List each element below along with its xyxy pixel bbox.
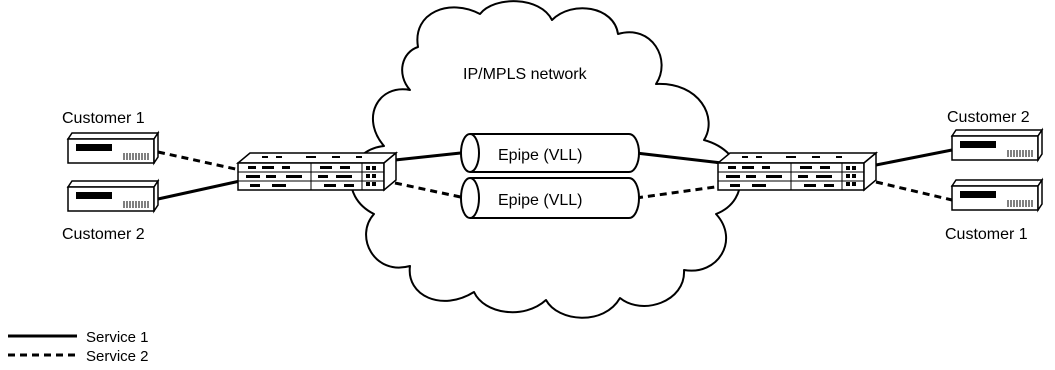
link-cust1-left-to-router (157, 150, 241, 172)
tunnel-top-label: Epipe (VLL) (498, 147, 583, 164)
customer-device-left-top (67, 132, 159, 164)
cloud-label: IP/MPLS network (463, 66, 588, 83)
link-tunnel-bottom-to-router-right (635, 184, 723, 200)
link-router-right-to-cust1-right (875, 180, 953, 202)
service-2-links (157, 150, 953, 202)
router-right (717, 152, 877, 191)
link-tunnel-top-to-router-right (635, 151, 723, 165)
router-left (237, 152, 397, 191)
epipe-tunnel-top: Epipe (VLL) (460, 133, 640, 173)
tunnel-bottom-label: Epipe (VLL) (498, 192, 583, 209)
legend-label-service-1: Service 1 (86, 329, 149, 346)
legend: Service 1 Service 2 (8, 329, 149, 365)
customer-device-right-bottom (951, 179, 1043, 211)
customer-label-right-bottom: Customer 1 (945, 226, 1028, 243)
link-router-left-to-tunnel-top (394, 150, 471, 162)
link-router-right-to-cust2-right (875, 148, 953, 167)
link-router-left-to-tunnel-bottom (394, 181, 471, 201)
customer-label-left-bottom: Customer 2 (62, 226, 145, 243)
epipe-tunnel-bottom: Epipe (VLL) (460, 177, 640, 219)
customer-label-right-top: Customer 2 (947, 109, 1030, 126)
service-1-links (157, 148, 953, 201)
customer-label-left-top: Customer 1 (62, 110, 145, 127)
customer-device-left-bottom (67, 180, 159, 212)
legend-label-service-2: Service 2 (86, 348, 149, 365)
link-cust2-left-to-router (157, 179, 241, 201)
customer-device-right-top (951, 129, 1043, 161)
